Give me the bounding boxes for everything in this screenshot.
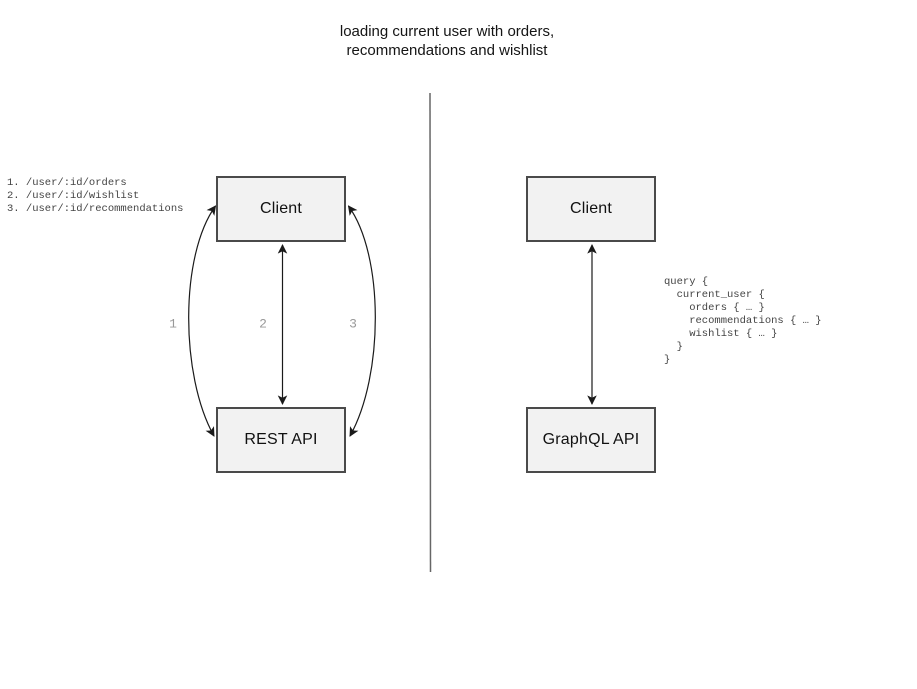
- rest-arrow-1-curve: [188, 205, 217, 437]
- page-title: loading current user with orders, recomm…: [339, 23, 555, 59]
- rest-endpoints-list: 1. /user/:id/orders 2. /user/:id/wishlis…: [7, 177, 184, 215]
- arrow-3-label: 3: [349, 316, 357, 332]
- arrow-2-label: 2: [259, 316, 267, 332]
- divider-line: [429, 92, 432, 573]
- graphql-api-box: GraphQL API: [526, 407, 656, 473]
- client-box-right-label: Client: [569, 200, 613, 217]
- graphql-api-box-label: GraphQL API: [542, 431, 640, 448]
- client-box-right: Client: [526, 176, 656, 242]
- client-box-left: Client: [216, 176, 346, 242]
- arrow-1-label: 1: [169, 316, 177, 332]
- graphql-query-snippet: query { current_user { orders { … } reco…: [664, 276, 822, 366]
- rest-api-box: REST API: [216, 407, 346, 473]
- rest-api-box-label: REST API: [244, 431, 318, 448]
- client-box-left-label: Client: [259, 200, 303, 217]
